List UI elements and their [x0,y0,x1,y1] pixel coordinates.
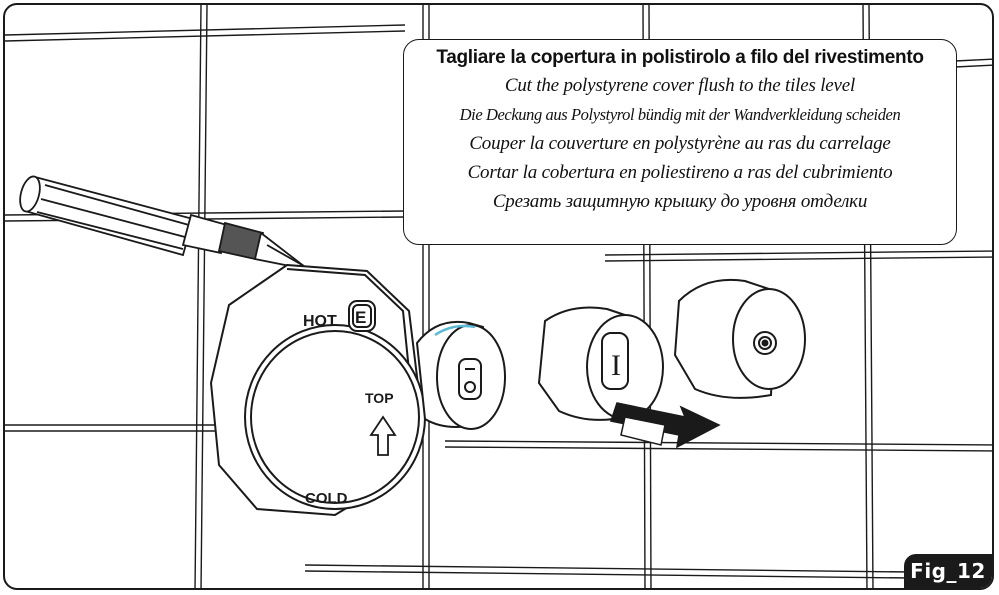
instruction-line-fr: Couper la couverture en polystyrène au r… [469,133,891,154]
instruction-line-ru: Срезать защитную крышку до уровня отделк… [492,191,868,212]
instruction-title-it: Tagliare la copertura in polistirolo a f… [436,47,924,68]
cold-label: COLD [305,490,348,507]
screwdriver-icon [19,175,316,272]
outlet-cover [673,278,806,399]
mixer-cover [209,263,426,517]
instruction-line-es: Cortar la cobertura en poliestireno a ra… [467,162,893,183]
figure-frame: HOT E TOP COLD I [3,3,994,590]
instruction-line-de: Die Deckung aus Polystyrol bündig mit de… [459,105,901,124]
top-label: TOP [365,390,394,406]
up-arrow-icon [369,415,397,456]
instruction-line-en: Cut the polystyrene cover flush to the t… [504,75,856,96]
hot-label: HOT [303,313,337,330]
i-mark-label: I [611,349,621,382]
removable-cap [537,306,664,421]
pull-direction-arrow-icon [610,402,721,449]
e-mark-label: E [355,308,366,327]
figure-number-badge: Fig_12 [904,554,992,588]
instruction-callout: Tagliare la copertura in polistirolo a f… [403,39,957,245]
diverter-cover [415,321,506,430]
